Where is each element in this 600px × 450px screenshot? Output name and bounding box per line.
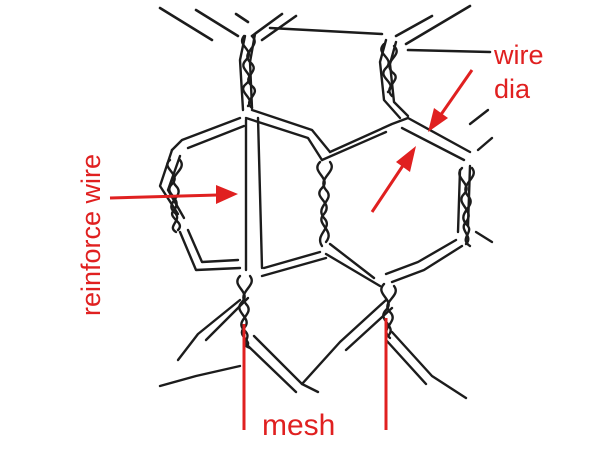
wire-dia-label-line2: dia xyxy=(494,74,531,104)
inner-wire-arrow xyxy=(370,146,416,213)
reinforce-wire-label: reinforce wire xyxy=(76,153,106,316)
mesh-indicator-lines xyxy=(242,318,388,430)
annotations xyxy=(109,69,474,430)
wire-dia-label: wire dia xyxy=(494,38,544,106)
reinforce-wire-arrow xyxy=(109,185,238,204)
wire-mesh xyxy=(158,4,494,400)
top-wires xyxy=(158,4,492,54)
twisted-joints xyxy=(166,34,475,350)
mesh-label: mesh xyxy=(262,409,336,442)
hexagon-wires xyxy=(158,32,494,400)
wire-dia-arrow xyxy=(428,69,474,132)
wire-dia-label-line1: wire xyxy=(494,40,544,70)
